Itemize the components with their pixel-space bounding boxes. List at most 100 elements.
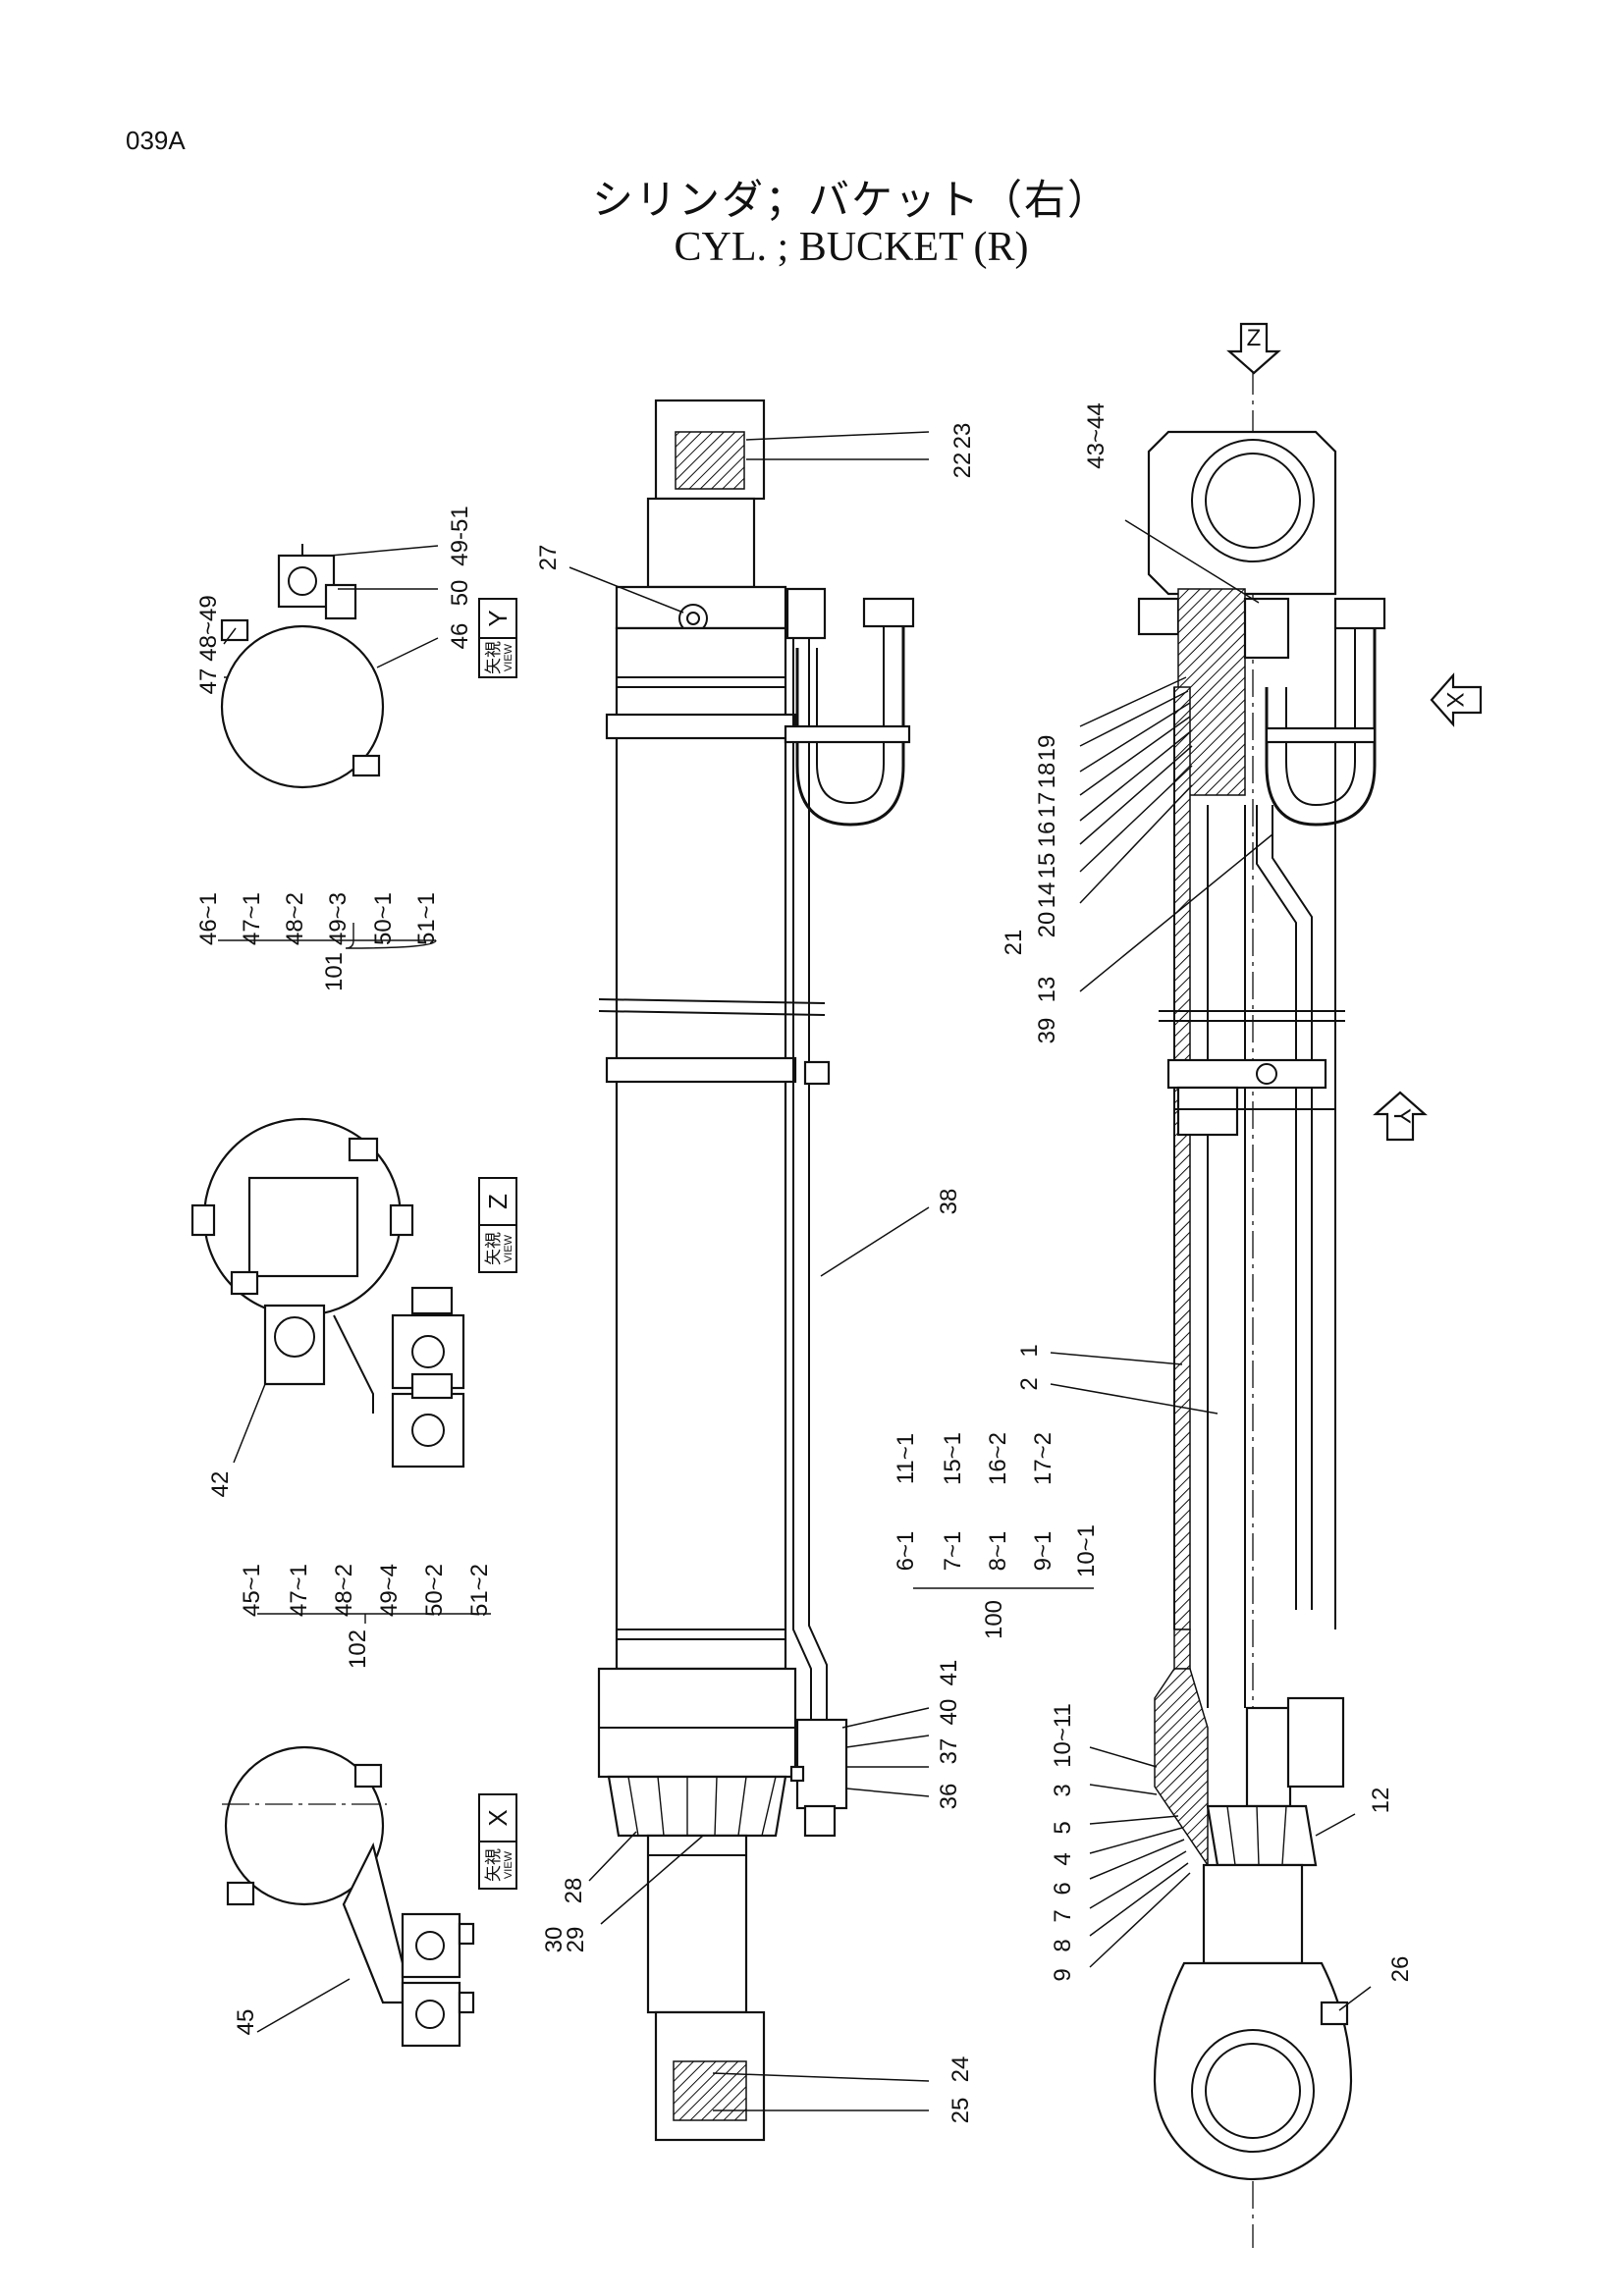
view-box-z: 矢視 VIEW Z [478, 1177, 517, 1273]
label-40: 40 [936, 1699, 962, 1726]
label-12: 12 [1368, 1788, 1394, 1814]
kit-102-item-1: 45~1 [239, 1564, 265, 1617]
label-41: 41 [936, 1660, 962, 1686]
label-36: 36 [936, 1784, 962, 1810]
cylinder-tube [615, 626, 787, 1671]
pipe-38 [792, 628, 812, 1720]
title-english: CYL. ; BUCKET (R) [674, 225, 1029, 270]
label-26: 26 [1387, 1956, 1414, 1983]
label-23: 23 [949, 423, 976, 450]
view-y-jp: 矢視 [484, 641, 504, 674]
head-section [1177, 588, 1246, 796]
view-z-letter: Z [483, 1194, 513, 1209]
label-18: 18 [1034, 763, 1060, 789]
kit-102-item-4: 49~4 [376, 1564, 403, 1617]
label-15: 15 [1034, 853, 1060, 880]
kit-100-item-1: 6~1 [893, 1531, 919, 1572]
label-47: 47 [195, 668, 222, 695]
label-39: 39 [1034, 1018, 1060, 1044]
label-45: 45 [233, 2009, 259, 2036]
label-30: 30 [541, 1927, 568, 1953]
label-43-44: 43~44 [1083, 402, 1110, 468]
direction-arrows: Z X Y [1226, 322, 1483, 1142]
label-7: 7 [1050, 1909, 1076, 1922]
page-code: 039A [126, 126, 186, 155]
kit-101-group: 101 46~1 47~1 48~2 49~3 50~1 51~1 [195, 892, 440, 991]
tube-wall [1173, 686, 1191, 1630]
view-x-jp: 矢視 [484, 1848, 504, 1882]
label-5: 5 [1050, 1821, 1076, 1834]
kit-100-item-3: 8~1 [985, 1531, 1011, 1572]
bottom-eye [1153, 1961, 1353, 2181]
arrow-z-label: Z [1247, 325, 1262, 351]
kit-100-item-4: 9~1 [1030, 1531, 1056, 1572]
label-21: 21 [1001, 930, 1027, 956]
kit-101-item-3: 48~2 [282, 892, 308, 945]
label-2: 2 [1016, 1377, 1043, 1390]
kit-101-item-2: 47~1 [239, 892, 265, 945]
kit-101-number: 101 [321, 952, 348, 991]
kit-100-item-2: 7~1 [940, 1531, 966, 1572]
label-25: 25 [947, 2098, 974, 2124]
label-27: 27 [535, 545, 562, 571]
label-1: 1 [1016, 1344, 1043, 1357]
view-z-en: VIEW [503, 1234, 514, 1262]
kit-102-item-2: 47~1 [286, 1564, 312, 1617]
kit-100-item-6: 11~1 [893, 1433, 919, 1484]
kit-100-item-9: 17~2 [1030, 1432, 1056, 1485]
label-24: 24 [947, 2056, 974, 2083]
label-49-51: 49-51 [447, 506, 473, 565]
label-9: 9 [1050, 1968, 1076, 1981]
kit-100-number: 100 [981, 1600, 1007, 1639]
kit-101-item-1: 46~1 [195, 892, 222, 945]
view-y-letter: Y [483, 610, 513, 626]
kit-100-item-5: 10~1 [1073, 1524, 1100, 1577]
label-3: 3 [1050, 1784, 1076, 1796]
label-16: 16 [1034, 822, 1060, 848]
view-x-en: VIEW [503, 1850, 514, 1879]
label-42: 42 [207, 1471, 234, 1498]
pipe-bend [795, 618, 905, 827]
part-labels: 23 22 27 43~44 19 18 17 16 15 14 20 13 2… [195, 402, 1414, 2123]
label-22: 22 [949, 453, 976, 479]
top-bushing [675, 431, 745, 490]
view-x-detail [222, 1745, 475, 2048]
kit-102-item-3: 48~2 [331, 1564, 357, 1617]
view-z-jp: 矢視 [484, 1232, 504, 1265]
title-japanese: シリンダ；バケット（右） [591, 176, 1110, 224]
arrow-z-icon [1226, 322, 1281, 375]
label-50: 50 [447, 580, 473, 607]
label-13: 13 [1034, 977, 1060, 1003]
view-box-y: 矢視 VIEW Y [478, 598, 517, 678]
arrow-y-icon [1373, 1091, 1428, 1142]
label-19: 19 [1034, 735, 1060, 762]
label-28: 28 [561, 1878, 587, 1904]
label-29: 29 [563, 1927, 589, 1953]
band-clamp-lower [605, 1056, 797, 1084]
view-y-detail [220, 544, 385, 789]
label-10-11: 10~11 [1050, 1703, 1076, 1768]
band-clamp-upper [605, 713, 797, 740]
view-z-detail [190, 1117, 465, 1468]
kit-101-item-5: 50~1 [370, 892, 397, 945]
label-37: 37 [936, 1738, 962, 1765]
label-8: 8 [1050, 1939, 1076, 1951]
label-46: 46 [447, 623, 473, 650]
cylinder-section-view [1137, 324, 1386, 2248]
kit-102-number: 102 [345, 1629, 371, 1669]
arrow-y-label: Y [1388, 1108, 1415, 1124]
kit-102-item-5: 50~2 [421, 1564, 448, 1617]
valve-block [795, 1718, 848, 1810]
view-box-x: 矢視 VIEW X [478, 1793, 517, 1890]
label-38: 38 [936, 1189, 962, 1215]
piston-rod [646, 1834, 748, 2014]
label-4: 4 [1050, 1852, 1076, 1865]
grease-fitting-26 [1320, 2001, 1349, 2026]
kit-101-item-4: 49~3 [325, 892, 352, 945]
rod-cover-section [1154, 1668, 1209, 1868]
kit-102-item-6: 51~2 [466, 1564, 493, 1617]
kit-102-group: 102 45~1 47~1 48~2 49~4 50~2 51~2 [239, 1564, 493, 1669]
label-6: 6 [1050, 1882, 1076, 1895]
view-x-letter: X [483, 1809, 513, 1826]
